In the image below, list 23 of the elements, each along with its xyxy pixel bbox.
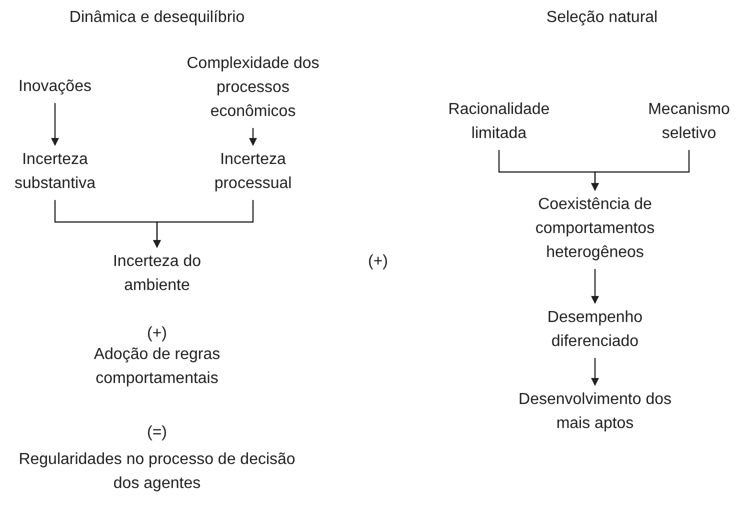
text-label: Regularidades no processo de decisão dos agentes — [18, 450, 296, 494]
heading: Dinâmica e desequilíbrio — [68, 8, 246, 28]
bracket-arrow — [591, 150, 690, 191]
node-text: Desempenho diferenciado — [510, 306, 680, 354]
text-label: Adoção de regras comportamentais — [92, 345, 222, 389]
heading: Seleção natural — [545, 8, 659, 28]
node-text: Inovações — [5, 75, 105, 99]
arrow — [249, 128, 257, 146]
bracket-arrow — [153, 200, 254, 248]
node-text: Complexidade dos processos econômicos — [178, 52, 328, 124]
arrow — [591, 269, 599, 304]
arrow — [51, 103, 59, 146]
node-text: Racionalidade limitada — [424, 98, 574, 146]
node-text: Incerteza processual — [198, 148, 308, 196]
node-text: Mecanismo seletivo — [634, 98, 744, 146]
operator-sign: (+) — [367, 252, 389, 272]
operator-sign: (+) — [146, 324, 168, 344]
operator-sign: (=) — [146, 423, 168, 443]
arrow — [591, 358, 599, 386]
node-text: Incerteza do ambiente — [82, 250, 232, 298]
node-text: Incerteza substantiva — [0, 148, 110, 196]
node-text: Desenvolvimento dos mais aptos — [500, 388, 690, 436]
node-text: Coexistência de comportamentos heterogêneos — [500, 193, 690, 265]
